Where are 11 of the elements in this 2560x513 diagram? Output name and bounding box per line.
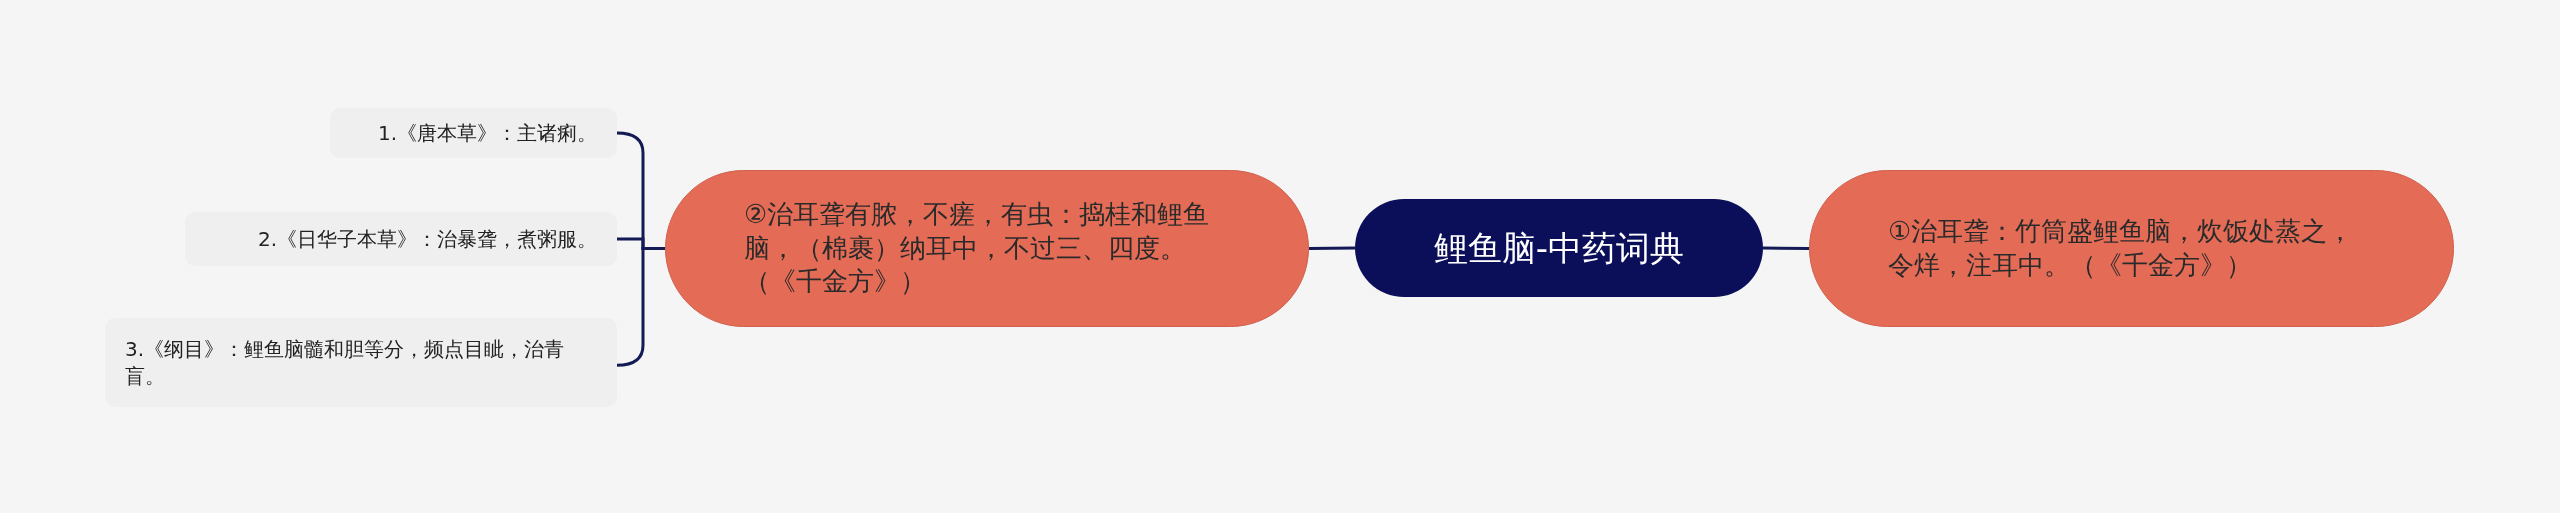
topic-text: 2.《日华子本草》：治暴聋，煮粥服。 — [257, 225, 597, 253]
topic-text: ①治耳聋：竹筒盛鲤鱼脑，炊饭处蒸之，令烊，注耳中。（《千金方》） — [1888, 214, 2355, 282]
subtopic-card — [330, 108, 617, 158]
topic-text: 3.《纲目》：鲤鱼脑髓和胆等分，频点目眦，治青盲。 — [125, 335, 566, 390]
topic-text: 1.《唐本草》：主诸痢。 — [377, 119, 597, 147]
subtopic-card — [105, 318, 617, 407]
topic-text: ②治耳聋有脓，不瘥，有虫：捣桂和鲤鱼脑，（棉裹）纳耳中，不过三、四度。（《千金方》） — [744, 197, 1211, 299]
subtopic-card — [185, 212, 617, 266]
connector-line — [1309, 246, 1355, 250]
connector-line — [1763, 246, 1809, 250]
topic-text: 鲤鱼脑-中药词典 — [1433, 226, 1685, 270]
